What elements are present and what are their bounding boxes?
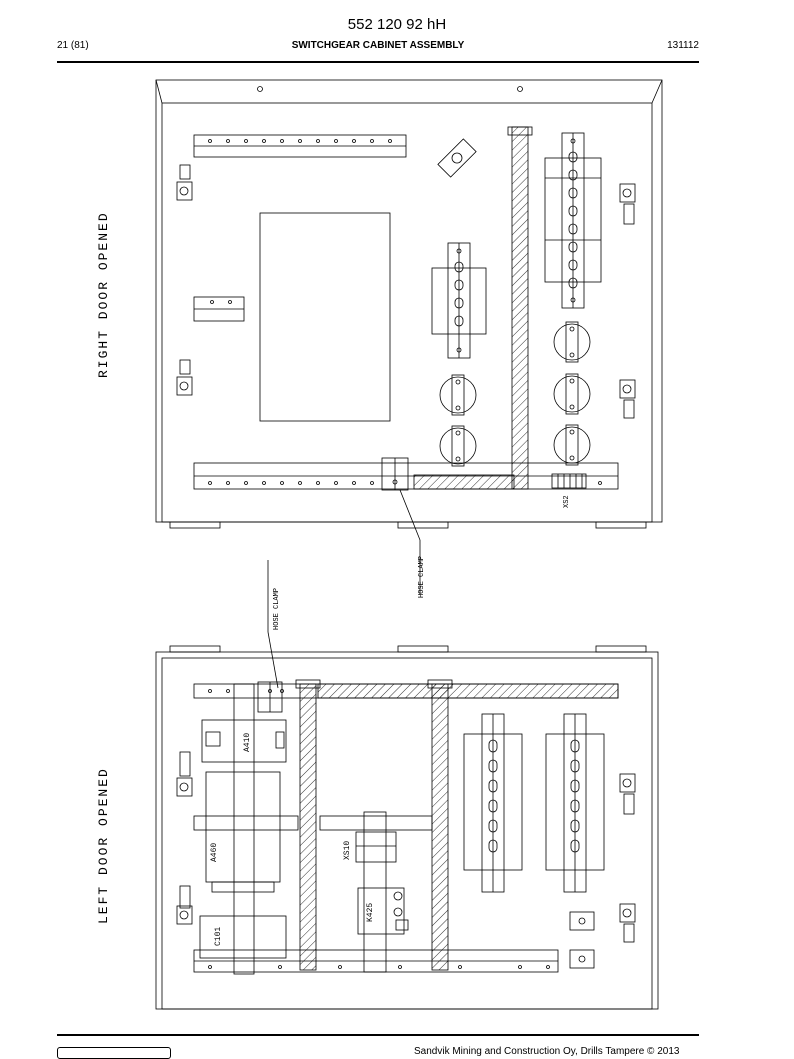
right-door-cabinet: [155, 79, 663, 541]
hose-clamp-label-left: HOSE CLAMP: [273, 587, 281, 630]
page-number: 21 (81): [57, 40, 89, 51]
footer-rule: [57, 1034, 699, 1036]
hose-clamp-label-right: HOSE CLAMP: [418, 555, 426, 598]
footer-copyright: Sandvik Mining and Construction Oy, Dril…: [414, 1046, 680, 1057]
header-row: 21 (81) SWITCHGEAR CABINET ASSEMBLY 1311…: [57, 40, 699, 56]
a460-label: A460: [210, 842, 219, 862]
document-date: 131112: [667, 40, 699, 51]
header-rule: [57, 61, 699, 63]
a410-label: A410: [243, 732, 252, 752]
brand-logo: [57, 1047, 171, 1059]
document-number: 552 120 92 hH: [347, 16, 447, 33]
left-door-cabinet: [155, 645, 659, 1010]
rail-holes-top: [208, 139, 392, 143]
xs10-label: XS10: [343, 840, 352, 860]
xs2-label: XS2: [563, 495, 571, 508]
rail-holes-bottom: [208, 481, 602, 485]
page-title: SWITCHGEAR CABINET ASSEMBLY: [291, 40, 465, 51]
k425-label: K425: [366, 902, 375, 922]
c101-label: C101: [214, 926, 223, 946]
